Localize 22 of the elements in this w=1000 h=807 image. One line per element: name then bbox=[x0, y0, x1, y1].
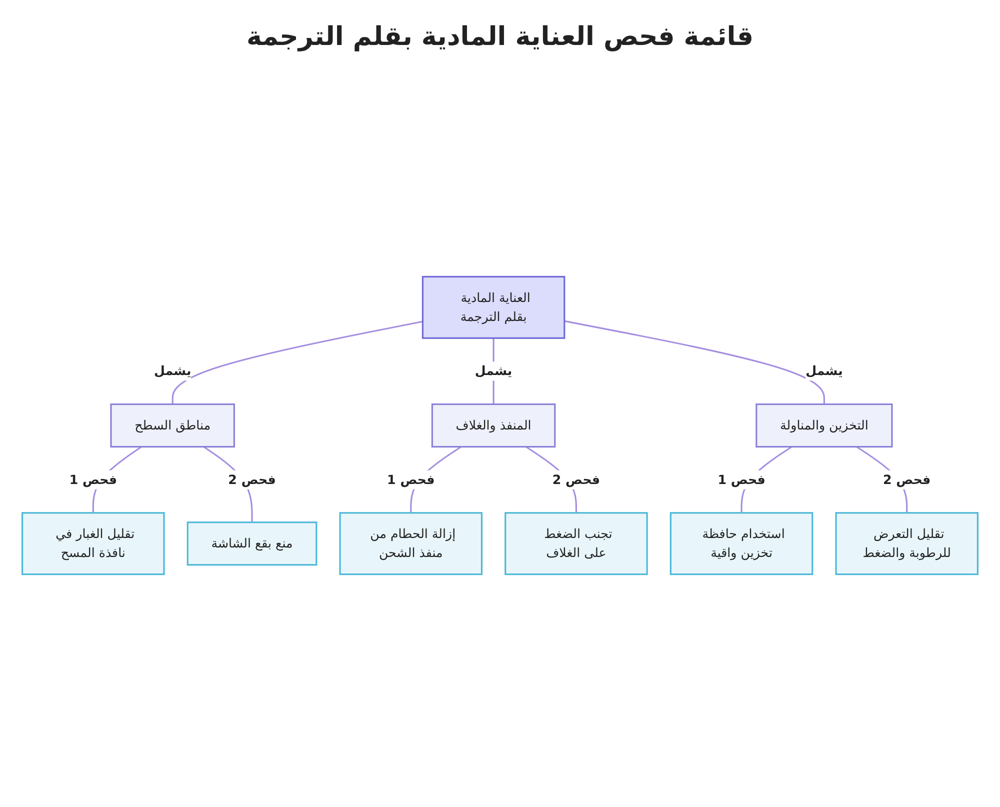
node-box: تقليل التعرض للرطوبة والضغط bbox=[835, 512, 978, 576]
edge-label: فحص 2 bbox=[228, 472, 276, 487]
edge-label: فحص 2 bbox=[552, 472, 600, 487]
node-box: المنفذ والغلاف bbox=[431, 403, 556, 448]
node-box: التخزين والمناولة bbox=[756, 403, 893, 448]
node-box: استخدام حافظة تخزين واقية bbox=[670, 512, 814, 576]
diagram-title: قائمة فحص العناية المادية بقلم الترجمة bbox=[246, 22, 754, 52]
edge-label: يشمل bbox=[806, 363, 843, 378]
node-box: العناية المادية بقلم الترجمة bbox=[422, 276, 566, 339]
edge-label: فحص 1 bbox=[387, 472, 435, 487]
node-box: تقليل الغبار في نافذة المسح bbox=[22, 512, 165, 576]
connector bbox=[564, 320, 825, 404]
edge-label: فحص 2 bbox=[883, 472, 931, 487]
node-box: منع بقع الشاشة bbox=[186, 522, 318, 566]
connector bbox=[172, 320, 423, 404]
node-box: مناطق السطح bbox=[110, 403, 235, 448]
edge-label: يشمل bbox=[474, 363, 512, 378]
node-box: تجنب الضغط على الغلاف bbox=[504, 512, 648, 576]
edge-label: يشمل bbox=[154, 363, 192, 378]
edge-label: فحص 1 bbox=[69, 472, 117, 487]
edge-label: فحص 1 bbox=[718, 472, 766, 487]
node-box: إزالة الحطام من منفذ الشحن bbox=[339, 512, 483, 576]
